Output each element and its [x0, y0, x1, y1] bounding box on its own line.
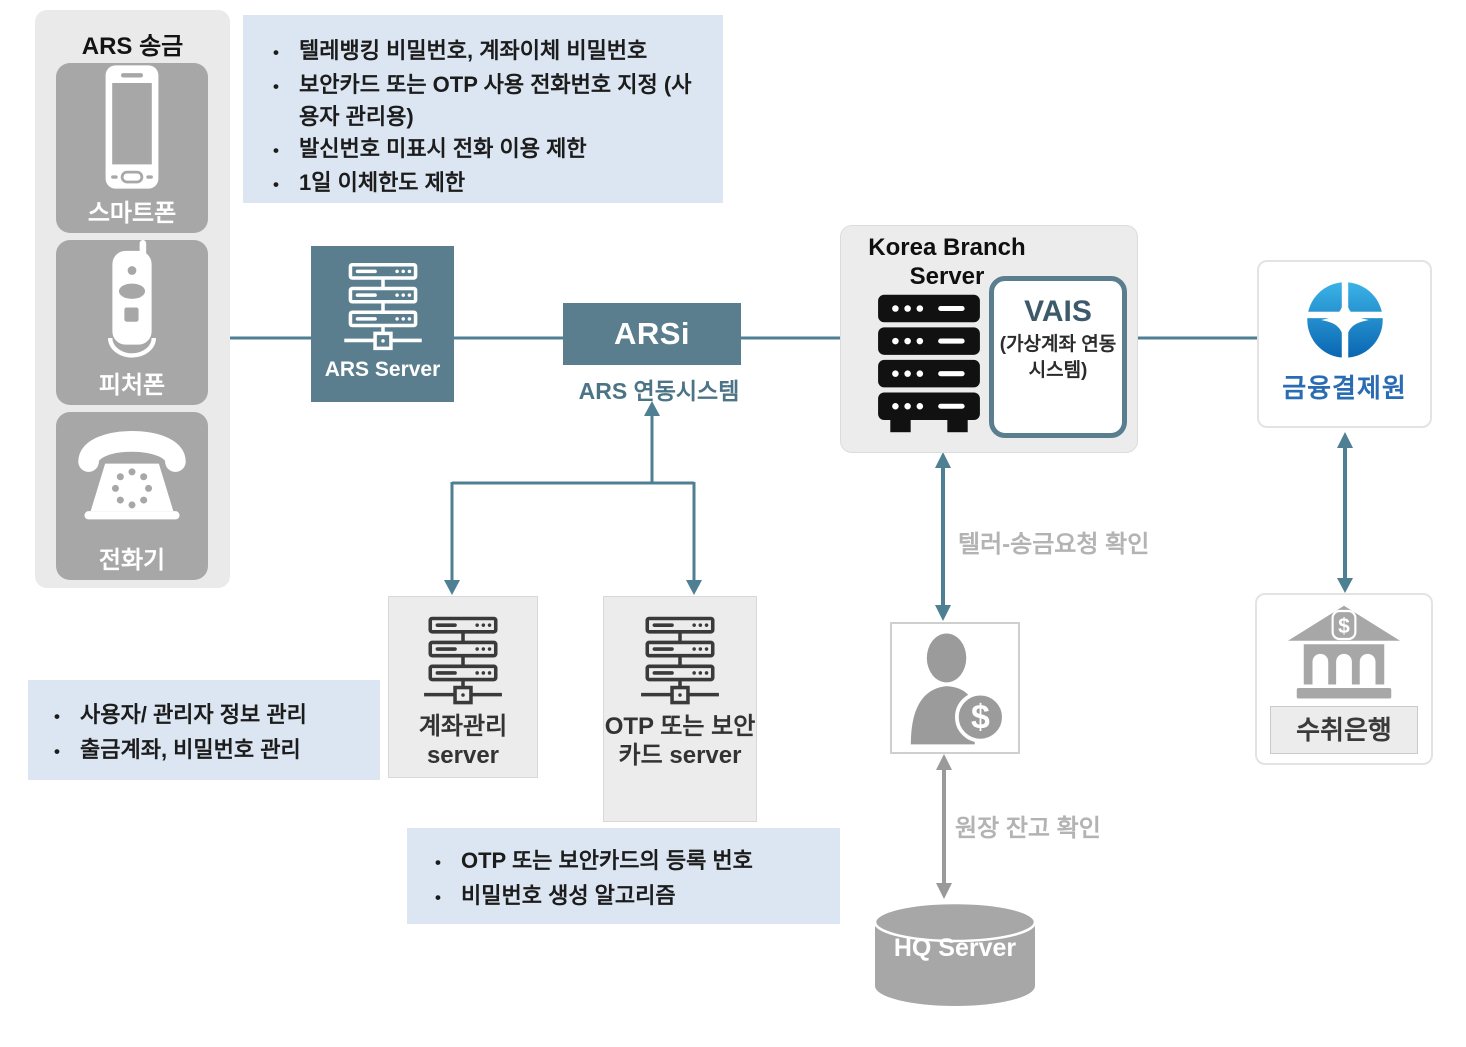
account-server-node: 계좌관리 server [388, 596, 538, 778]
note-item: • 보안카드 또는 OTP 사용 전화번호 지정 (사용자 관리용) [273, 69, 709, 133]
ledger-check-arrow [936, 754, 952, 899]
arsi-node: ARSi [563, 303, 741, 365]
note-item: • 비밀번호 생성 알고리즘 [435, 879, 832, 914]
teller-check-label: 텔러-송금요청 확인 [958, 531, 1150, 558]
server-rack-icon [424, 616, 502, 705]
dollar-glyph: $ [971, 698, 990, 736]
note-text: 보안카드 또는 OTP 사용 전화번호 지정 (사용자 관리용) [299, 72, 692, 129]
receiving-bank-label: 수취은행 [1270, 706, 1418, 754]
note-text: 발신번호 미표시 전화 이용 제한 [299, 136, 587, 161]
server-rack-icon [641, 616, 719, 705]
bullet: • [435, 853, 441, 872]
kftc-bank-arrow [1337, 432, 1353, 593]
bullet: • [273, 175, 279, 194]
smartphone-icon [105, 65, 159, 189]
device-label: 피처폰 [98, 372, 166, 399]
note-text: 1일 이체한도 제한 [299, 170, 466, 195]
note-item: • 사용자/ 관리자 정보 관리 [54, 698, 372, 733]
ars-source-panel: ARS 송금 스마트폰 피처폰 [35, 10, 230, 588]
feature-phone-icon [108, 240, 156, 358]
bullet: • [273, 77, 279, 96]
server-stack-icon [878, 294, 980, 433]
arsi-branch-connector [444, 401, 702, 595]
ars-server-label: ARS Server [324, 358, 441, 381]
kftc-node: 금융결제원 [1257, 260, 1432, 428]
admin-notes-box: • 사용자/ 관리자 정보 관리 • 출금계좌, 비밀번호 관리 [28, 680, 380, 780]
security-notes-box: • 텔레뱅킹 비밀번호, 계좌이체 비밀번호 • 보안카드 또는 OTP 사용 전화… [243, 15, 723, 203]
receiving-bank-node: $ 수취은행 [1255, 593, 1433, 765]
account-server-label: 계좌관리 server [418, 713, 508, 769]
telephone-icon [78, 431, 186, 520]
hq-server-node: HQ Server [868, 900, 1042, 1012]
note-item: • 발신번호 미표시 전화 이용 제한 [273, 133, 709, 167]
bullet: • [273, 43, 279, 62]
device-feature-phone: 피처폰 [56, 240, 208, 405]
note-text: 사용자/ 관리자 정보 관리 [80, 702, 307, 727]
note-item: • 출금계좌, 비밀번호 관리 [54, 733, 372, 768]
kftc-label: 금융결제원 [1282, 373, 1407, 403]
kftc-logo-icon [1302, 277, 1387, 363]
teller-money-icon: $ [910, 633, 1006, 745]
note-text: OTP 또는 보안카드의 등록 번호 [461, 848, 753, 873]
bullet: • [273, 141, 279, 160]
dollar-glyph: $ [1338, 615, 1350, 638]
note-item: • 1일 이체한도 제한 [273, 167, 709, 201]
device-label: 스마트폰 [87, 200, 177, 227]
ars-server-node: ARS Server [311, 246, 454, 402]
vais-box: VAIS (가상계좌 연동시스템) [989, 276, 1127, 438]
otp-notes-box: • OTP 또는 보안카드의 등록 번호 • 비밀번호 생성 알고리즘 [407, 828, 840, 924]
hq-server-label: HQ Server [893, 934, 1017, 962]
bullet: • [435, 888, 441, 907]
otp-server-label: OTP 또는 보안카드 server [604, 713, 756, 769]
device-label: 전화기 [98, 547, 166, 574]
bullet: • [54, 707, 60, 726]
ledger-check-label: 원장 잔고 확인 [955, 815, 1101, 842]
device-smartphone: 스마트폰 [56, 63, 208, 233]
database-cylinder-icon [873, 901, 1037, 1006]
note-text: 텔레뱅킹 비밀번호, 계좌이체 비밀번호 [299, 38, 648, 63]
note-item: • 텔레뱅킹 비밀번호, 계좌이체 비밀번호 [273, 35, 709, 69]
teller-node: $ [890, 622, 1020, 754]
arsi-caption: ARS 연동시스템 [578, 378, 740, 404]
vais-subtitle: (가상계좌 연동시스템) [999, 334, 1117, 381]
bullet: • [54, 742, 60, 761]
note-item: • OTP 또는 보안카드의 등록 번호 [435, 844, 832, 879]
note-text: 출금계좌, 비밀번호 관리 [80, 737, 301, 762]
note-text: 비밀번호 생성 알고리즘 [461, 883, 676, 908]
server-rack-icon [343, 263, 422, 351]
otp-server-node: OTP 또는 보안카드 server [603, 596, 757, 822]
korea-branch-title: Korea Branch Server [868, 234, 1026, 291]
vais-name: VAIS [1024, 295, 1092, 328]
source-panel-title: ARS 송금 [81, 33, 184, 60]
korea-branch-server-panel: Korea Branch Server VAIS [840, 225, 1138, 453]
device-telephone: 전화기 [56, 412, 208, 580]
bank-icon: $ [1288, 605, 1400, 699]
teller-check-arrow [935, 452, 951, 621]
